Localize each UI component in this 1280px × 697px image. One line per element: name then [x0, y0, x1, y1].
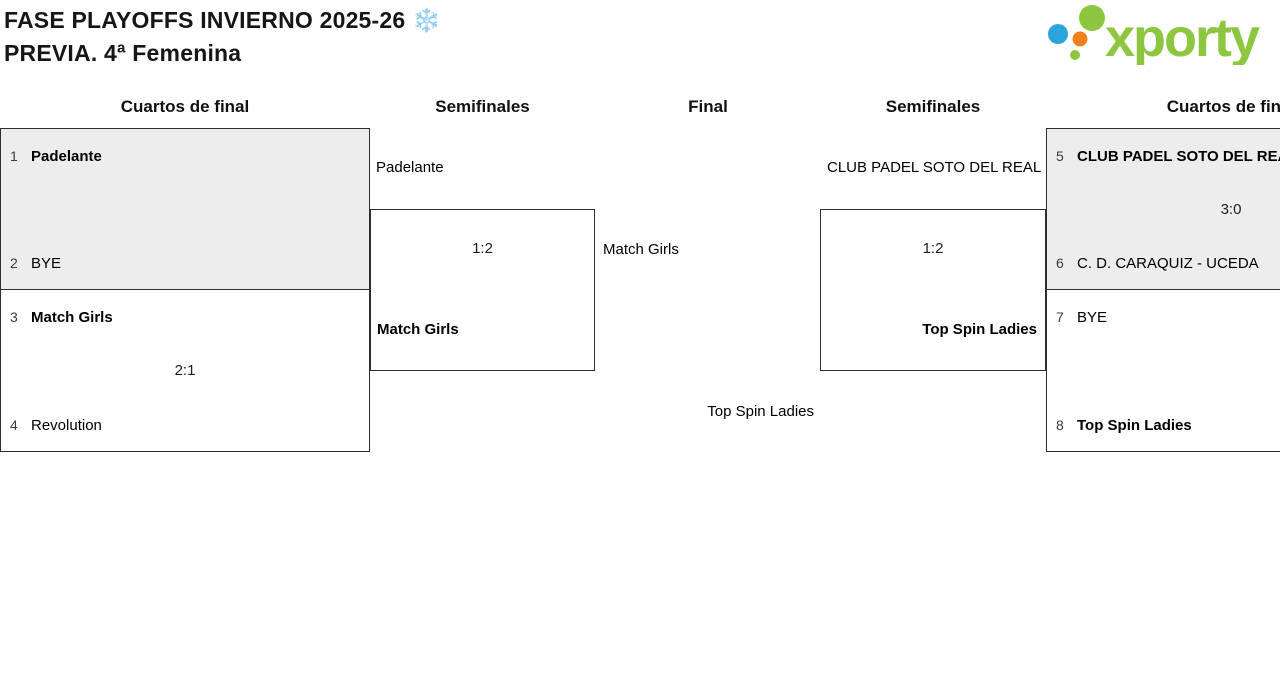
team-name: BYE [31, 255, 62, 272]
team-row: 2 BYE [10, 255, 361, 272]
match-score: 2:1 [174, 362, 196, 379]
logo-dot-green-small [1070, 50, 1080, 60]
column-header-final: Final [688, 97, 728, 116]
team-name: C. D. CARAQUIZ - UCEDA [1077, 255, 1259, 272]
match-qf1[interactable]: 1 Padelante 2 BYE [0, 128, 370, 290]
team-name: CLUB PADEL SOTO DEL REAL [1077, 148, 1280, 165]
match-sf2[interactable] [820, 209, 1046, 371]
seed-number: 1 [10, 148, 18, 164]
page-title: FASE PLAYOFFS INVIERNO 2025-26 ❄️ PREVIA… [4, 4, 441, 70]
column-header-quarterfinals-left: Cuartos de final [120, 97, 250, 116]
team-row: 7 BYE [1056, 309, 1280, 326]
seed-number: 5 [1056, 148, 1064, 164]
team-row: 6 C. D. CARAQUIZ - UCEDA [1056, 255, 1280, 272]
team-name: Match Girls [31, 309, 113, 326]
xporty-logo-svg: xporty [1048, 5, 1262, 68]
match-qf2[interactable]: 3 Match Girls 2:1 4 Revolution [0, 289, 370, 452]
seed-number: 3 [10, 309, 18, 325]
match-score: 3:0 [1220, 201, 1242, 218]
category-subtitle: PREVIA. 4ª Femenina [4, 40, 242, 66]
team-name: Revolution [31, 417, 102, 434]
team-row: 1 Padelante [10, 148, 361, 165]
logo-dot-orange [1072, 31, 1088, 47]
team-name: CLUB PADEL SOTO DEL REAL [827, 159, 1042, 176]
column-header-semifinals-left: Semifinales [435, 97, 530, 116]
match-score: 1:2 [922, 240, 944, 257]
seed-number: 8 [1056, 417, 1064, 433]
team-name: BYE [1077, 309, 1108, 326]
team-row: 4 Revolution [10, 417, 361, 434]
column-header-quarterfinals-right: Cuartos de final [1166, 97, 1280, 116]
logo-dot-green-large [1079, 5, 1105, 31]
team-name: Padelante [376, 159, 444, 176]
seed-number: 7 [1056, 309, 1064, 325]
team-name: Padelante [31, 148, 102, 165]
team-name: Match Girls [377, 321, 459, 338]
seed-number: 2 [10, 255, 18, 271]
tournament-title: FASE PLAYOFFS INVIERNO 2025-26 ❄️ [4, 7, 441, 33]
logo-dot-blue [1048, 24, 1068, 44]
logo-wordmark: xporty [1105, 8, 1260, 65]
team-row: 3 Match Girls [10, 309, 361, 326]
xporty-logo: xporty [1048, 3, 1280, 68]
team-row: 8 Top Spin Ladies [1056, 417, 1280, 434]
team-name: Top Spin Ladies [922, 321, 1037, 338]
team-name: Top Spin Ladies [1077, 417, 1192, 434]
match-sf1[interactable] [370, 209, 595, 371]
team-row: 5 CLUB PADEL SOTO DEL REAL [1056, 148, 1280, 165]
match-qf3[interactable]: 5 CLUB PADEL SOTO DEL REAL 3:0 6 C. D. C… [1046, 128, 1280, 290]
final-team-top: Match Girls [603, 241, 679, 258]
seed-number: 4 [10, 417, 18, 433]
seed-number: 6 [1056, 255, 1064, 271]
match-qf4[interactable]: 7 BYE 8 Top Spin Ladies [1046, 289, 1280, 452]
column-header-semifinals-right: Semifinales [885, 97, 981, 116]
match-score: 1:2 [472, 240, 493, 257]
final-team-bottom: Top Spin Ladies [707, 403, 814, 420]
